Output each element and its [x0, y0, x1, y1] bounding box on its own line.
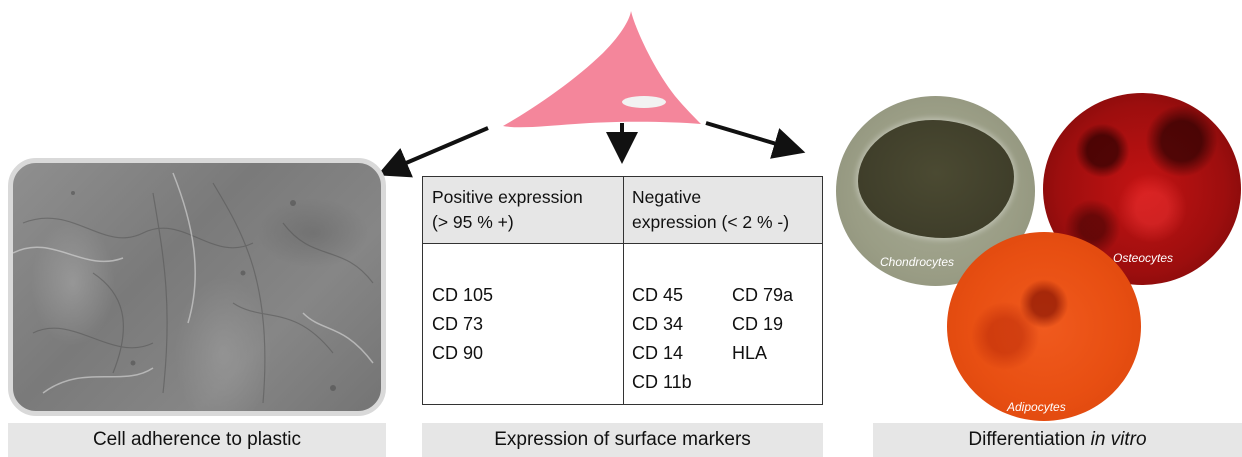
marker-item: CD 105: [432, 285, 494, 305]
marker-item: CD 11b: [632, 372, 692, 392]
negative-header-line2: expression (< 2 % -): [632, 212, 790, 232]
negative-marker-list-1: CD 45 CD 34 CD 14 CD 11b: [632, 281, 692, 397]
chondrocytes-label: Chondrocytes: [880, 255, 955, 269]
stem-cell-illustration: [503, 11, 701, 128]
surface-marker-table: Positive expression (> 95 % +) Negative …: [422, 176, 823, 405]
positive-header: Positive expression (> 95 % +): [432, 185, 583, 235]
negative-header: Negative expression (< 2 % -): [632, 185, 789, 235]
arrow-right: [705, 121, 806, 159]
caption-differentiation-prefix: Differentiation: [968, 429, 1091, 450]
cartilage-pellet: [858, 120, 1014, 238]
marker-item: CD 34: [632, 314, 684, 334]
positive-header-line1: Positive expression: [432, 187, 583, 207]
caption-surface-markers: Expression of surface markers: [422, 423, 823, 457]
cell-adherence-micrograph: [8, 158, 386, 416]
marker-item: CD 19: [732, 314, 784, 334]
arrow-left: [377, 126, 489, 178]
positive-header-line2: (> 95 % +): [432, 212, 514, 232]
micrograph-texture: [13, 172, 374, 404]
caption-adherence-text: Cell adherence to plastic: [92, 429, 302, 450]
caption-differentiation-text: Differentiation in vitro: [968, 429, 1146, 451]
cell-nucleus: [622, 96, 666, 108]
table-header: [423, 177, 822, 244]
osteocytes-label: Osteocytes: [1113, 251, 1174, 265]
adipocytes-image: Adipocytes: [947, 232, 1141, 421]
negative-marker-list-2: CD 79a CD 19 HLA: [732, 281, 793, 368]
table-divider: [623, 177, 624, 404]
marker-item: CD 79a: [732, 285, 794, 305]
negative-header-line1: Negative: [632, 187, 702, 207]
marker-item: HLA: [732, 343, 768, 363]
caption-surface-markers-text: Expression of surface markers: [494, 429, 751, 450]
adipocytes-label: Adipocytes: [1007, 400, 1066, 414]
marker-item: CD 73: [432, 314, 484, 334]
marker-item: CD 90: [432, 343, 484, 363]
caption-differentiation-italic: in vitro: [1090, 429, 1147, 450]
marker-item: CD 45: [632, 285, 684, 305]
caption-differentiation: Differentiation in vitro: [873, 423, 1242, 457]
positive-marker-list: CD 105 CD 73 CD 90: [432, 281, 493, 368]
marker-item: CD 14: [632, 343, 684, 363]
caption-adherence: Cell adherence to plastic: [8, 423, 386, 457]
